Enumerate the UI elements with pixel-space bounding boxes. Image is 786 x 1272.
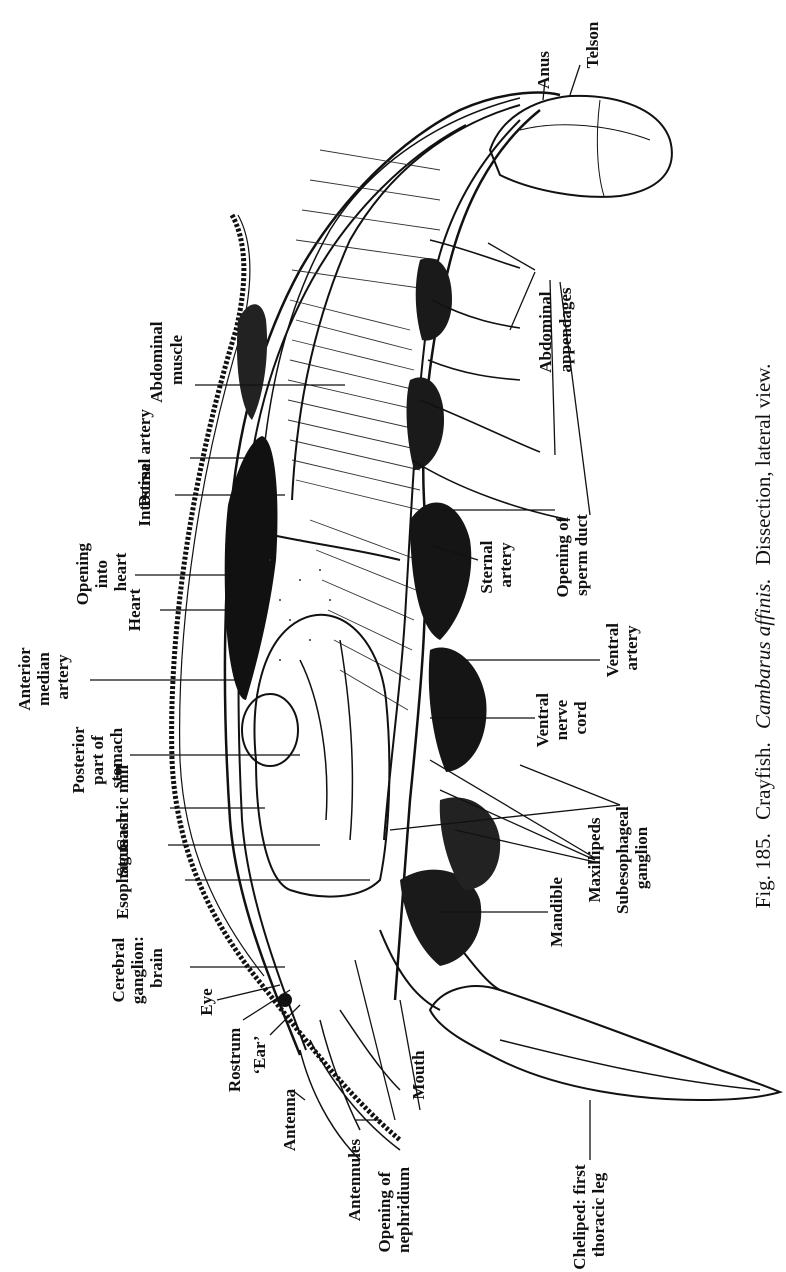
label-ventral-artery: Ventral artery [603, 619, 641, 677]
head-appendages-drawing [300, 1010, 400, 1160]
stomach-drawing [255, 615, 390, 897]
label-telson: Telson [583, 21, 602, 68]
label-abdominal-appendages-line1: Abdominal [536, 291, 555, 373]
label-opening-into-heart: Opening into heart [73, 539, 130, 606]
label-opening-into-heart-line2: into [92, 560, 111, 588]
label-opening-nephridium-line2: nephridium [394, 1167, 413, 1253]
label-rostrum: Rostrum [225, 1028, 244, 1092]
label-antenna: Antenna [280, 1088, 299, 1151]
label-anterior-median-artery-line1: Anterior [15, 647, 34, 711]
label-ear: ‘Ear’ [250, 1035, 269, 1074]
label-abdominal-appendages-line2: appendages [556, 287, 575, 372]
caption-common-name: Crayfish. [751, 742, 775, 820]
label-mandible: Mandible [547, 877, 566, 947]
anatomy-labels: Anus Telson Abdominal appendages Abdomin… [15, 21, 651, 1270]
label-abdominal-muscle: Abdominal muscle [147, 317, 186, 403]
label-subesophageal-line1: Subesophageal [613, 806, 632, 914]
label-opening-of-sperm-duct: Opening of sperm duct [553, 512, 591, 597]
label-subesophageal-ganglion: Subesophageal ganglion [613, 802, 651, 914]
label-posterior-stomach-line2: part of [88, 735, 107, 785]
crayfish-body-drawing [172, 93, 780, 1160]
heart-drawing [225, 436, 278, 700]
caption-species: Cambarus affinis. [751, 578, 775, 729]
label-anterior-median-artery-line2: median [34, 652, 53, 706]
label-opening-of-nephridium: Opening of nephridium [375, 1167, 413, 1253]
caption-prefix: Fig. 185. [751, 833, 775, 908]
label-cerebral-ganglion-line2: ganglion: [128, 936, 147, 1004]
label-opening-into-heart-line1: Opening [73, 542, 92, 605]
label-esophagus: Esophagus [113, 840, 132, 919]
label-heart: Heart [125, 588, 144, 631]
label-antennules: Antennules [345, 1139, 364, 1222]
label-ventral-artery-line1: Ventral [603, 623, 622, 677]
label-anterior-median-artery-line3: artery [53, 654, 72, 700]
label-ventral-nerve-cord: Ventral nerve cord [533, 689, 590, 747]
label-sternal-artery: Sternal artery [477, 536, 515, 593]
label-cerebral-ganglion-line1: Cerebral [109, 937, 128, 1002]
label-sternal-artery-line2: artery [496, 542, 515, 588]
label-intestine: Intestine [135, 463, 154, 527]
label-sperm-duct-line1: Opening of [553, 516, 572, 597]
label-anterior-median-artery: Anterior median artery [15, 643, 72, 710]
telson-drawing [490, 96, 672, 197]
label-cheliped-line1: Cheliped: first [570, 1164, 589, 1270]
label-ventral-nerve-cord-line2: nerve [552, 699, 571, 740]
leader-lines [90, 65, 620, 1160]
label-cerebral-ganglion-line3: brain [147, 948, 166, 988]
label-mouth: Mouth [409, 1050, 428, 1100]
figure-caption: Fig. 185. Crayfish. Cambarus affinis. Di… [751, 364, 775, 909]
label-eye: Eye [197, 988, 216, 1016]
label-sternal-artery-line1: Sternal [477, 540, 496, 593]
cheliped-drawing [430, 986, 780, 1100]
label-abdominal-muscle-line1: Abdominal [147, 321, 166, 403]
label-opening-into-heart-line3: heart [111, 552, 130, 591]
label-abdominal-appendages: Abdominal appendages [536, 287, 575, 373]
label-cheliped: Cheliped: first thoracic leg [570, 1160, 608, 1270]
label-posterior-stomach-line1: Posterior [69, 726, 88, 793]
label-subesophageal-line2: ganglion [632, 826, 651, 889]
label-sperm-duct-line2: sperm duct [572, 514, 591, 596]
label-cheliped-line2: thoracic leg [589, 1172, 608, 1257]
label-opening-nephridium-line1: Opening of [375, 1171, 394, 1252]
label-anus: Anus [534, 51, 553, 89]
eye-drawing [278, 993, 292, 1007]
label-ventral-nerve-cord-line1: Ventral [533, 693, 552, 747]
caption-rest: Dissection, lateral view. [751, 364, 775, 566]
label-ventral-artery-line2: artery [622, 625, 641, 671]
label-cerebral-ganglion: Cerebral ganglion: brain [109, 932, 166, 1004]
label-maxillipeds: Maxillipeds [585, 817, 604, 902]
label-abdominal-muscle-line2: muscle [167, 335, 186, 386]
label-ventral-nerve-cord-line3: cord [571, 701, 590, 735]
